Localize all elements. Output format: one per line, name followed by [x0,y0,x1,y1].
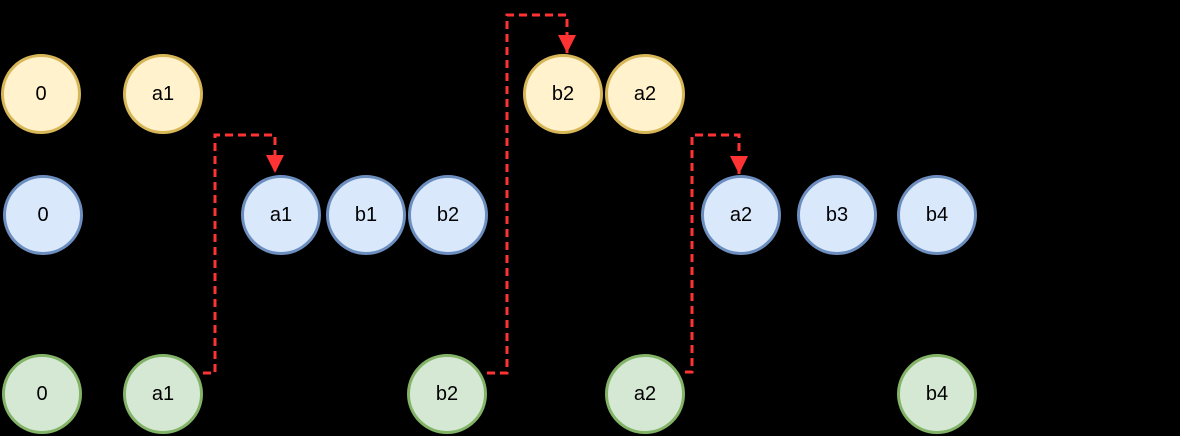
node-blue-a1: a1 [241,175,321,255]
node-blue-b3: b3 [797,175,877,255]
node-blue-b4: b4 [897,175,977,255]
node-blue-0: 0 [3,175,83,255]
node-yellow-a1: a1 [123,54,203,134]
node-green-0: 0 [2,354,82,434]
node-blue-b2: b2 [408,175,488,255]
node-green-b2: b2 [407,354,487,434]
node-yellow-a2: a2 [605,54,685,134]
node-yellow-b2: b2 [523,54,603,134]
node-blue-b1: b1 [326,175,406,255]
node-green-b4: b4 [897,354,977,434]
node-blue-a2: a2 [701,175,781,255]
node-yellow-0: 0 [1,54,81,134]
arrow-green-a1-to-blue-a1 [203,133,284,375]
node-green-a2: a2 [605,354,685,434]
node-green-a1: a1 [123,354,203,434]
